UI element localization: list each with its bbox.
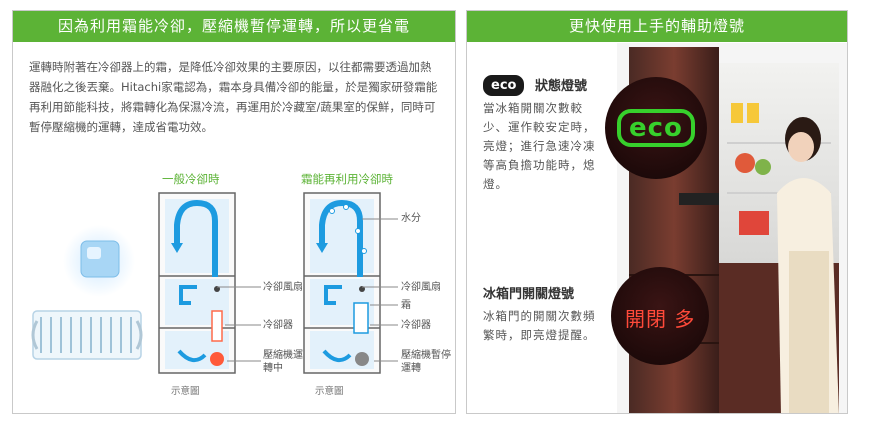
frost-frost-label: 霜	[401, 300, 411, 311]
frost-cooler-label: 冷卻器	[401, 320, 431, 331]
frost-leader-lines	[362, 218, 398, 362]
indicator-panel: 更快使用上手的輔助燈號	[466, 10, 848, 414]
door-indicator-light: 開閉 多	[625, 307, 696, 331]
door-indicator-circle	[611, 267, 709, 365]
frost-fan-label: 冷卻風扇	[401, 282, 441, 293]
door-indicator-title: 冰箱門開關燈號	[483, 287, 575, 302]
frost-description: 運轉時附著在冷卻器上的霜，是降低冷卻效果的主要原因，以往都需要透過加熱器融化之後…	[29, 60, 438, 134]
normal-note: 示意圖	[171, 386, 200, 397]
eco-status-title: 狀態燈號	[535, 79, 588, 94]
door-indicator-text: 冰箱門的開關次數頻繁時，即亮燈提醒。	[483, 309, 596, 342]
frost-cooling-diagram	[303, 192, 381, 374]
normal-cooler-label: 冷卻器	[263, 320, 293, 331]
frost-panel-title: 因為利用霜能冷卻，壓縮機暫停運轉，所以更省電	[13, 11, 455, 42]
normal-cooling-diagram	[158, 192, 236, 374]
normal-cooling-title: 一般冷卻時	[162, 172, 220, 186]
eco-indicator-light: eco	[617, 109, 695, 147]
frost-energy-panel: 因為利用霜能冷卻，壓縮機暫停運轉，所以更省電 運轉時附著在冷卻器上的霜，是降低冷…	[12, 10, 456, 414]
eco-badge: eco	[483, 75, 525, 96]
normal-compressor-label: 壓縮機運轉中	[263, 350, 303, 374]
ice-cooler-illustration	[31, 225, 143, 360]
normal-leader-lines	[217, 286, 261, 362]
normal-fan-label: 冷卻風扇	[263, 282, 303, 293]
frost-cooling-title: 霜能再利用冷卻時	[301, 172, 393, 186]
frost-moisture-label: 水分	[401, 213, 421, 224]
frost-note: 示意圖	[315, 386, 344, 397]
indicator-panel-title: 更快使用上手的輔助燈號	[467, 11, 847, 42]
eco-status-text: 當冰箱開關次數較少、運作較安定時，亮燈；進行急速冷凍等高負擔功能時，熄燈。	[483, 101, 596, 191]
eco-indicator-circle	[605, 77, 707, 179]
frost-compressor-label: 壓縮機暫停運轉	[401, 350, 451, 374]
